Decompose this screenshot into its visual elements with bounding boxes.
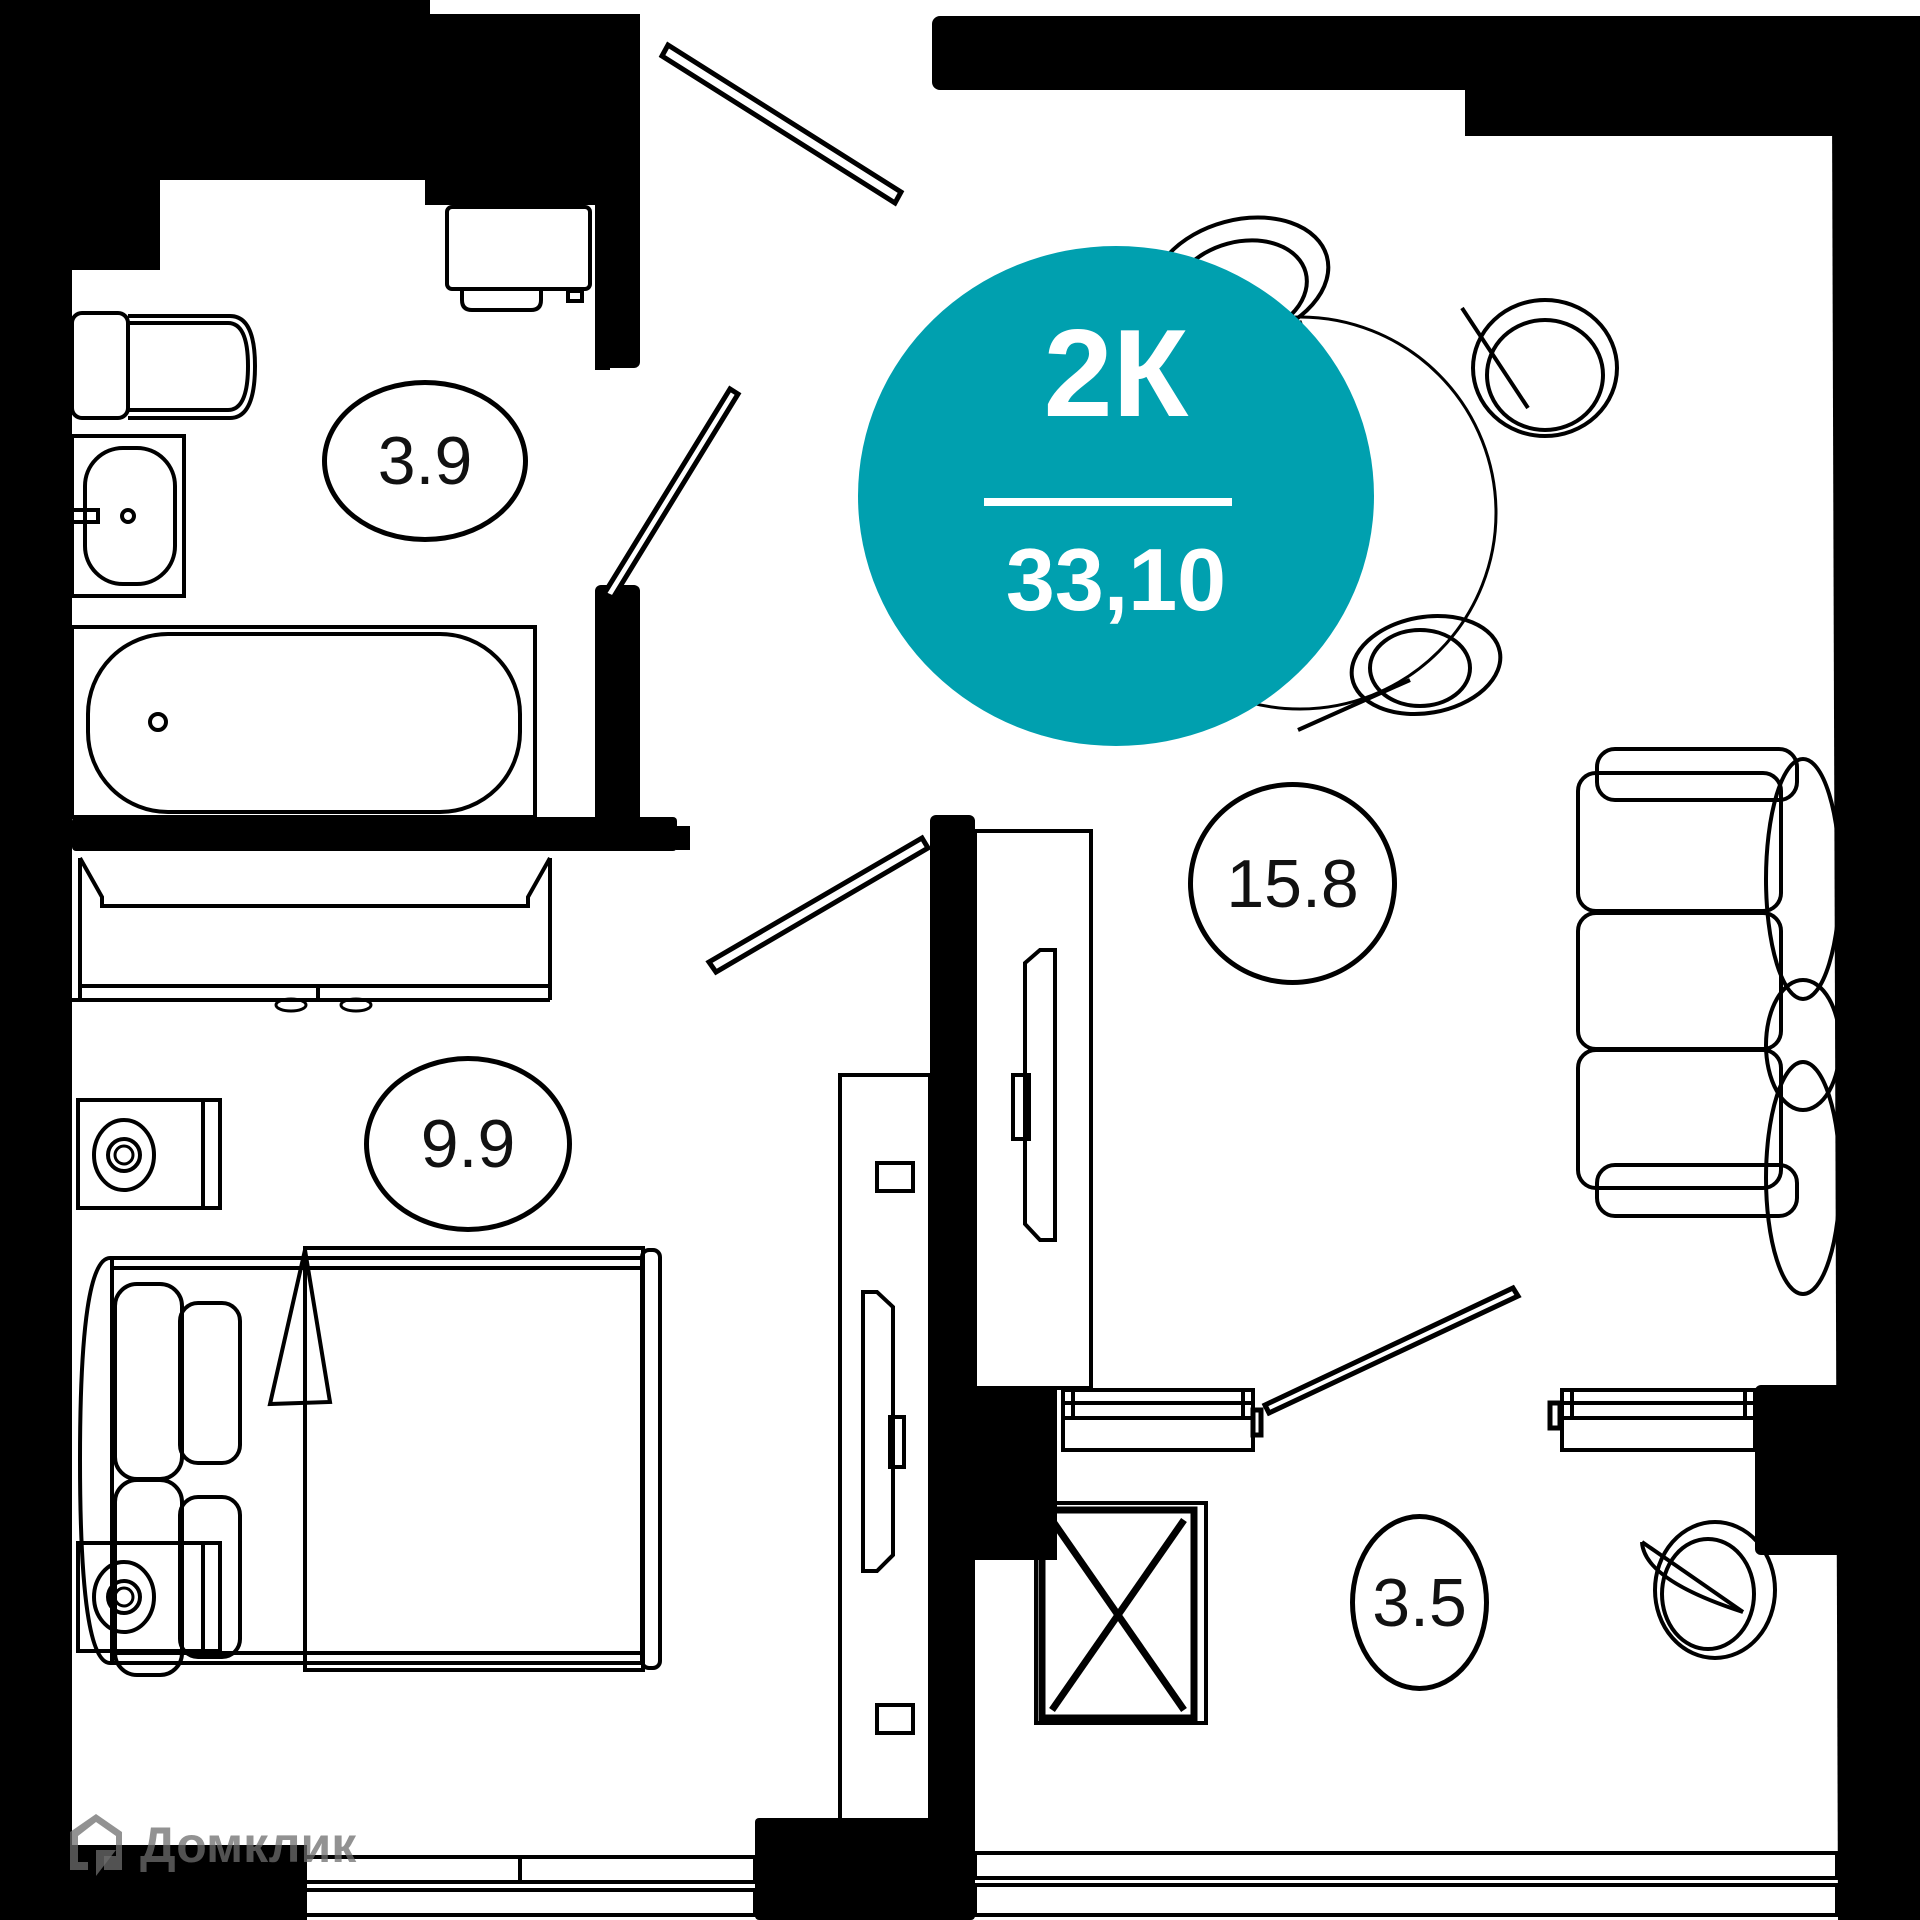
room-area-bathroom: 3.9 (322, 380, 528, 542)
hallway-furniture (838, 829, 1093, 1823)
room-area-bedroom: 9.9 (364, 1056, 572, 1232)
room-area-living-kitchen-value: 15.8 (1226, 845, 1359, 922)
sofa (1576, 747, 1842, 1296)
doors (600, 41, 1522, 1417)
room-area-bedroom-value: 9.9 (420, 1106, 516, 1182)
badge-divider (984, 498, 1232, 506)
apartment-summary-badge: 2К 33,10 (858, 246, 1374, 746)
hallway-closet (1034, 1501, 1777, 1725)
windows (303, 1388, 1839, 1917)
domclick-logo-icon (70, 1814, 122, 1876)
room-area-bathroom-value: 3.9 (377, 423, 473, 499)
room-area-hallway: 3.5 (1350, 1514, 1489, 1691)
room-area-hallway-value: 3.5 (1372, 1564, 1467, 1641)
watermark: Домклик (66, 1810, 356, 1880)
bathroom-fixtures (70, 205, 592, 819)
total-area: 33,10 (1005, 530, 1227, 629)
bedroom-furniture (72, 857, 662, 1677)
room-area-living-kitchen: 15.8 (1188, 782, 1397, 985)
apartment-type: 2К (1043, 305, 1189, 443)
watermark-text: Домклик (140, 1817, 357, 1873)
